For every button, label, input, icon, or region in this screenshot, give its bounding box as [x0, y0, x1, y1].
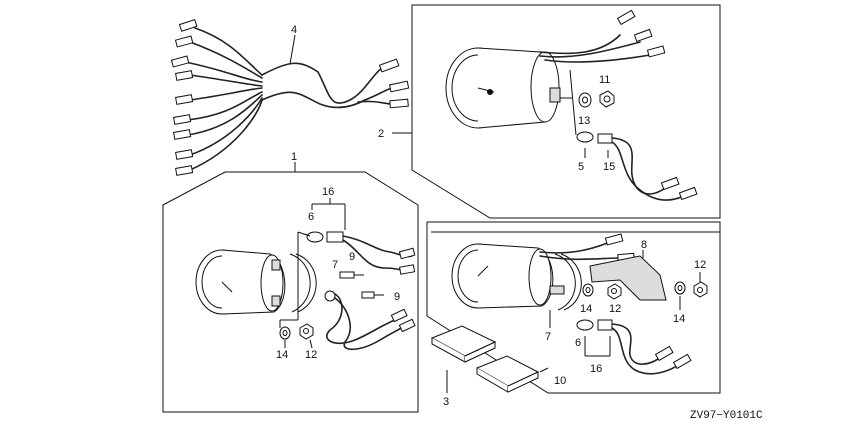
callout-15: 15	[603, 161, 615, 173]
wire-harness-4	[170, 19, 410, 176]
callout-14b-g3: 14	[673, 313, 685, 325]
callout-1: 1	[291, 151, 297, 163]
callout-16-g3: 16	[590, 363, 602, 375]
group-1-frame	[162, 162, 419, 413]
callout-12-g1: 12	[305, 349, 317, 361]
callout-9a-g1: 9	[349, 251, 355, 263]
callout-7-g1: 7	[332, 259, 338, 271]
callout-3: 3	[443, 396, 449, 408]
gauge-1	[195, 198, 416, 351]
callout-2: 2	[378, 128, 384, 140]
callout-10-g3: 10	[554, 375, 566, 387]
group-3-frame	[426, 221, 721, 394]
callout-14-g1: 14	[276, 349, 288, 361]
callout-6-g3: 6	[575, 337, 581, 349]
callout-8-g3: 8	[641, 239, 647, 251]
callout-14a-g3: 14	[580, 303, 592, 315]
callout-9b-g1: 9	[394, 291, 400, 303]
callout-12-g3: 12	[694, 259, 706, 271]
gauge-3	[430, 233, 708, 393]
callout-12b-g3: 12	[609, 303, 621, 315]
callout-13: 13	[578, 115, 590, 127]
callout-7-g3: 7	[545, 331, 551, 343]
group-2-frame	[392, 4, 721, 219]
callout-6-g1: 6	[308, 211, 314, 223]
callout-11: 11	[599, 74, 610, 86]
diagram-code: ZV97−Y0101C	[690, 410, 763, 422]
callout-16-g1: 16	[322, 186, 334, 198]
gauge-2	[445, 9, 698, 201]
callout-5: 5	[578, 161, 584, 173]
callout-4: 4	[291, 24, 297, 36]
